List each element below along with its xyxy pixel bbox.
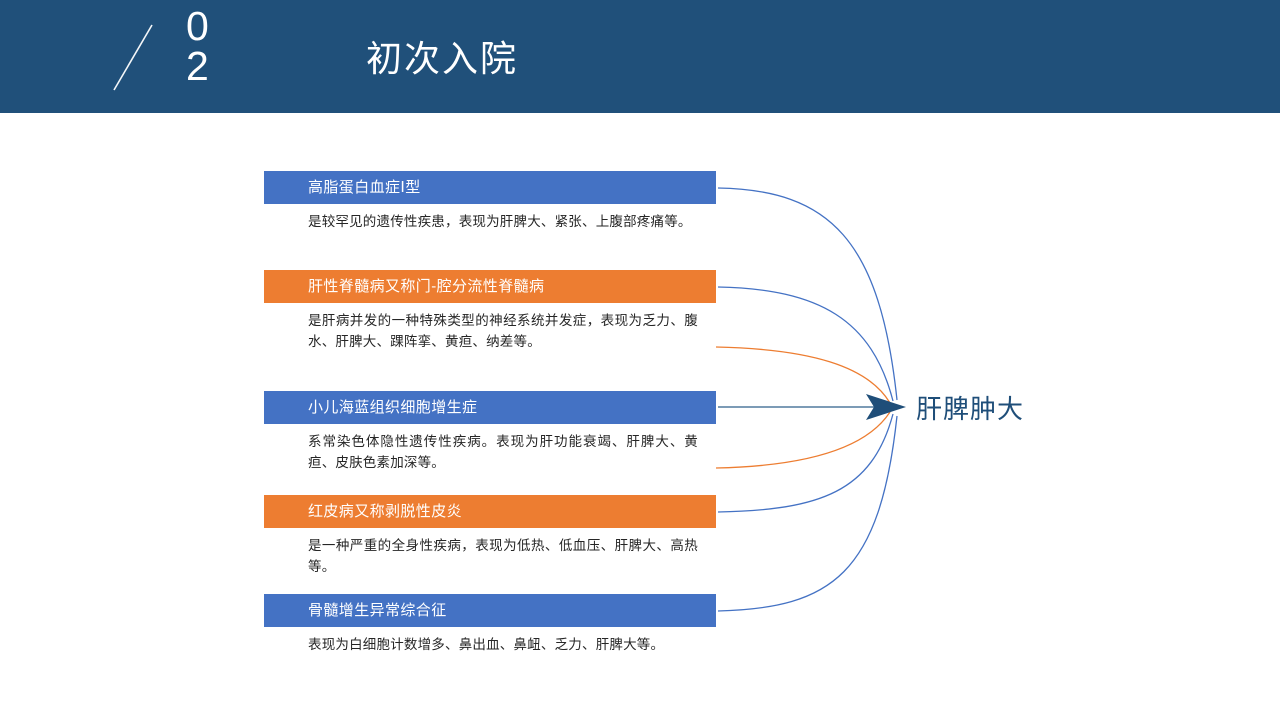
diagonal-slash-icon xyxy=(110,20,156,94)
slide-header-band: 0 2 初次入院 xyxy=(0,0,1280,113)
slide-number-bottom: 2 xyxy=(186,43,209,90)
disease-card-title: 红皮病又称剥脱性皮炎 xyxy=(264,495,716,528)
disease-card[interactable]: 小儿海蓝组织细胞增生症 系常染色体隐性遗传性疾病。表现为肝功能衰竭、肝脾大、黄疸… xyxy=(264,391,716,473)
disease-card-body: 系常染色体隐性遗传性疾病。表现为肝功能衰竭、肝脾大、黄疸、皮肤色素加深等。 xyxy=(308,434,698,470)
disease-card-body: 表现为白细胞计数增多、鼻出血、鼻衄、乏力、肝脾大等。 xyxy=(308,637,665,652)
disease-card-title: 骨髓增生异常综合征 xyxy=(264,594,716,627)
slide-number-top: 0 xyxy=(186,3,209,49)
target-outcome-label: 肝脾肿大 xyxy=(916,394,1025,424)
connector-curve-2 xyxy=(717,286,894,402)
disease-card[interactable]: 骨髓增生异常综合征 表现为白细胞计数增多、鼻出血、鼻衄、乏力、肝脾大等。 xyxy=(264,594,716,655)
disease-card-title: 肝性脊髓病又称门-腔分流性脊髓病 xyxy=(264,270,716,303)
connector-curve-1 xyxy=(717,187,898,401)
connector-curve-3 xyxy=(715,346,891,404)
disease-card-title: 小儿海蓝组织细胞增生症 xyxy=(264,391,716,424)
disease-card[interactable]: 肝性脊髓病又称门-腔分流性脊髓病 是肝病并发的一种特殊类型的神经系统并发症，表现… xyxy=(264,270,716,352)
slide-number: 0 2 xyxy=(186,3,246,90)
connector-curve-6 xyxy=(717,413,894,513)
connector-curve-5 xyxy=(715,411,891,469)
disease-card-body: 是肝病并发的一种特殊类型的神经系统并发症，表现为乏力、腹水、肝脾大、踝阵挛、黄疸… xyxy=(308,313,698,349)
connector-curve-7 xyxy=(717,415,898,612)
arrowhead-right-icon xyxy=(866,394,906,420)
disease-card[interactable]: 高脂蛋白血症Ⅰ型 是较罕见的遗传性疾患，表现为肝脾大、紧张、上腹部疼痛等。 xyxy=(264,171,716,232)
disease-card-body: 是较罕见的遗传性疾患，表现为肝脾大、紧张、上腹部疼痛等。 xyxy=(308,214,692,229)
disease-card-title: 高脂蛋白血症Ⅰ型 xyxy=(264,171,716,204)
disease-card-body: 是一种严重的全身性疾病，表现为低热、低血压、肝脾大、高热等。 xyxy=(308,538,698,574)
disease-card-list: 高脂蛋白血症Ⅰ型 是较罕见的遗传性疾患，表现为肝脾大、紧张、上腹部疼痛等。 肝性… xyxy=(264,0,716,720)
page-title: 初次入院 xyxy=(366,38,519,79)
disease-card[interactable]: 红皮病又称剥脱性皮炎 是一种严重的全身性疾病，表现为低热、低血压、肝脾大、高热等… xyxy=(264,495,716,577)
